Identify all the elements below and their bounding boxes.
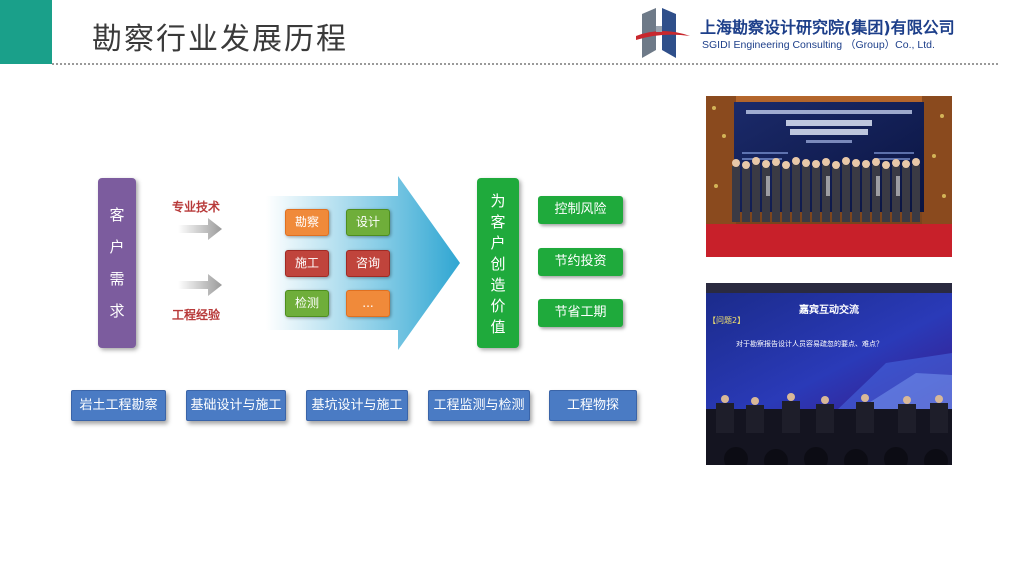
business-line-item: 基坑设计与施工 (306, 390, 408, 421)
header-divider (52, 63, 998, 65)
question-tag: 【问题2】 (708, 316, 746, 325)
gray-arrow-icon (178, 274, 222, 296)
value-char: 创 (490, 255, 506, 273)
customer-need-char: 户 (109, 238, 125, 256)
company-name-en: SGIDI Engineering Consulting （Group）Co.,… (702, 39, 935, 51)
value-char: 户 (490, 234, 506, 252)
value-char: 值 (490, 318, 506, 336)
service-box: 咨询 (346, 250, 390, 277)
header-accent-bar (0, 0, 52, 64)
value-char: 价 (490, 297, 506, 315)
business-line-item: 工程监测与检测 (428, 390, 530, 421)
service-box: 检测 (285, 290, 329, 317)
business-line-item: 基础设计与施工 (186, 390, 286, 421)
customer-need-box: 客 户 需 求 (98, 178, 136, 348)
screen-title: 嘉宾互动交流 (799, 305, 859, 316)
service-box: 设计 (346, 209, 390, 236)
service-box: 勘察 (285, 209, 329, 236)
outcome-save-investment: 节约投资 (538, 248, 623, 276)
value-char: 客 (490, 213, 506, 231)
service-box: ... (346, 290, 390, 317)
create-value-box: 为 客 户 创 造 价 值 (477, 178, 519, 348)
forum-group-photo (706, 96, 952, 257)
gray-arrow-icon (178, 218, 222, 240)
company-logo-icon (636, 8, 690, 58)
outcome-save-time: 节省工期 (538, 299, 623, 327)
value-char: 造 (490, 276, 506, 294)
business-line-item: 工程物探 (549, 390, 637, 421)
outcome-control-risk: 控制风险 (538, 196, 623, 224)
question-text: 对于勘察报告设计人员容易疏忽的要点、难点？ (736, 340, 883, 348)
input-label-experience: 工程经验 (172, 308, 221, 322)
panel-discussion-photo: 嘉宾互动交流 【问题2】 对于勘察报告设计人员容易疏忽的要点、难点？ (706, 283, 952, 465)
customer-need-char: 需 (109, 270, 125, 288)
customer-need-char: 求 (109, 302, 125, 320)
business-line-item: 岩土工程勘察 (71, 390, 166, 421)
value-char: 为 (490, 192, 506, 210)
service-box: 施工 (285, 250, 329, 277)
company-name-cn: 上海勘察设计研究院(集团)有限公司 (700, 18, 955, 37)
input-label-tech: 专业技术 (172, 200, 221, 214)
customer-need-char: 客 (109, 206, 125, 224)
page-title: 勘察行业发展历程 (92, 22, 348, 57)
